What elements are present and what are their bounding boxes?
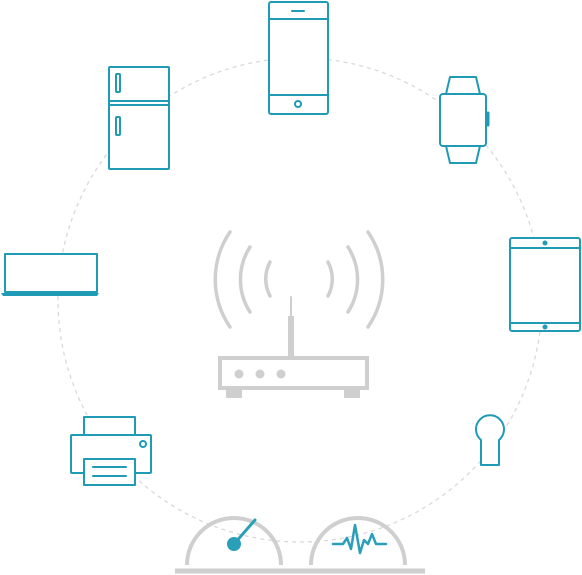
smartwatch-icon [439, 76, 490, 164]
refrigerator-icon [108, 66, 170, 170]
speedometer-icon [185, 516, 283, 566]
laptop-icon [1, 253, 99, 296]
lightbulb-icon [475, 414, 505, 466]
pulse-icon [309, 516, 407, 566]
router-icon [213, 230, 385, 398]
tablet-icon [509, 237, 581, 332]
smartphone-icon [268, 1, 329, 115]
printer-icon [70, 416, 152, 486]
